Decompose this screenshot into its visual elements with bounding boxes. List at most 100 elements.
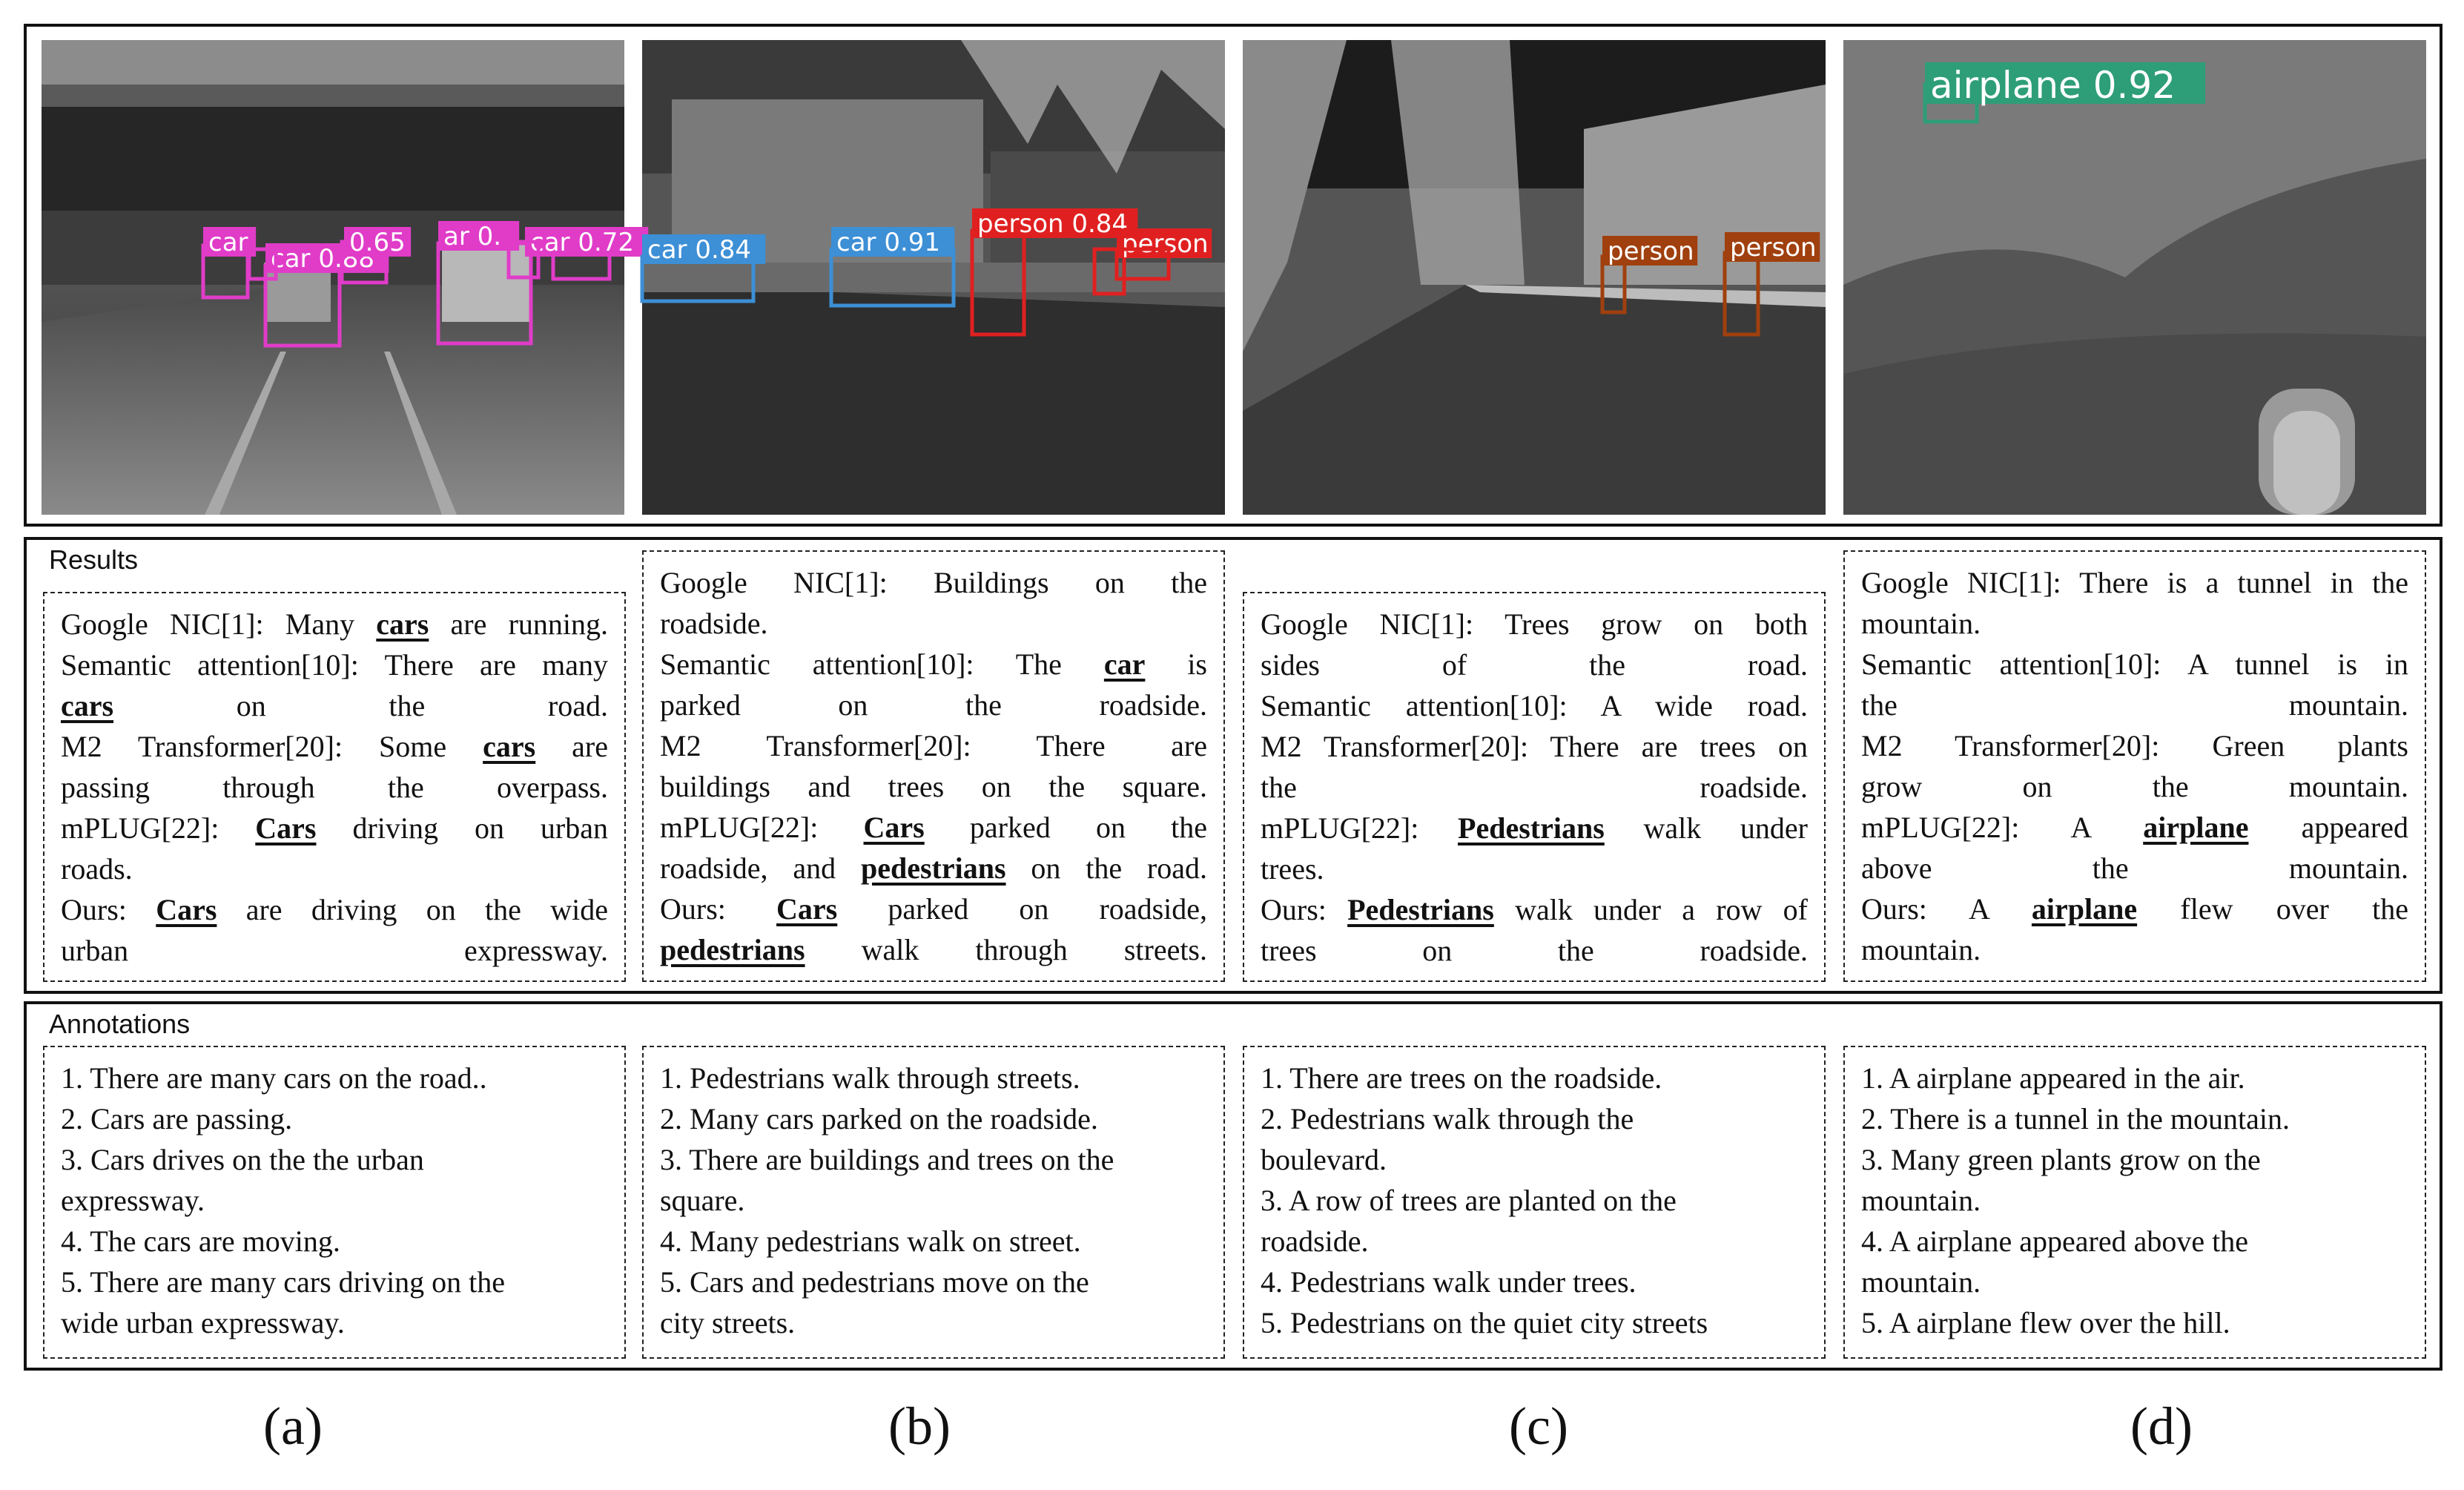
text-segment: mPLUG[22]:: [1261, 811, 1459, 845]
annotation-line: 1. There are many cars on the road..: [61, 1061, 487, 1095]
detection-label: car: [208, 228, 248, 257]
text-segment: M2 Transformer[20]: There are trees on: [1261, 730, 1808, 763]
annotation-line: 2. Pedestrians walk through the: [1261, 1102, 1634, 1135]
keyword: Cars: [863, 811, 925, 844]
results-text-a: Google NIC[1]: Many cars are running. Sem…: [61, 604, 608, 971]
annotations-panel: Annotations 1. There are many cars on th…: [24, 1001, 2442, 1371]
detection-box: [1092, 247, 1126, 296]
annotation-line: 3. A row of trees are planted on the: [1261, 1184, 1677, 1217]
results-line: M2 Transformer[20]: Green plants: [1861, 725, 2408, 766]
text-segment: are running.: [429, 607, 608, 641]
text-segment: the roadside.: [1261, 771, 1808, 804]
detection-label-bg: [972, 208, 1138, 238]
annotation-line: square.: [660, 1184, 745, 1217]
detection-label: car 0.72: [530, 228, 634, 257]
text-segment: M2 Transformer[20]: Green plants: [1861, 729, 2408, 762]
subfigure-label-d: (d): [2130, 1397, 2193, 1456]
results-line: mPLUG[22]: A airplane appeared: [1861, 807, 2408, 848]
keyword: Cars: [156, 893, 217, 926]
results-line: trees.: [1261, 848, 1808, 889]
detection-label: car 0.91: [836, 228, 940, 257]
results-box-d: Google NIC[1]: There is a tunnel in the m…: [1843, 550, 2426, 982]
text-segment: urban expressway.: [61, 934, 608, 967]
results-line: mPLUG[22]: Cars parked on the: [660, 807, 1207, 848]
results-line: Ours: Cars are driving on the wide: [61, 889, 608, 930]
results-line: Semantic attention[10]: A tunnel is in: [1861, 644, 2408, 685]
text-segment: buildings and trees on the square.: [660, 770, 1207, 803]
detection-box: [1114, 247, 1171, 281]
detection-label: person: [1730, 233, 1817, 263]
results-line: mountain.: [1861, 603, 2408, 644]
results-line: roadside, and pedestrians on the road.: [660, 848, 1207, 889]
detection-label-bg: [831, 227, 955, 257]
annotation-line: 1. Pedestrians walk through streets.: [660, 1061, 1080, 1095]
text-segment: passing through the overpass.: [61, 771, 608, 804]
text-segment: mPLUG[22]:: [61, 811, 256, 845]
detection-label: person 0.84: [977, 209, 1128, 239]
thermal-scene-c: [1243, 40, 1826, 515]
thermal-scene-b: [642, 40, 1225, 515]
annotation-line: 4. Many pedestrians walk on street.: [660, 1224, 1081, 1258]
results-panel: Results Google NIC[1]: Many cars are run…: [24, 537, 2442, 994]
keyword: pedestrians: [660, 933, 805, 966]
detection-label: airplane 0.92: [1930, 64, 2176, 107]
results-line: passing through the overpass.: [61, 767, 608, 808]
results-box-b: Google NIC[1]: Buildings on the roadside.…: [642, 550, 1225, 982]
keyword: car: [1103, 647, 1146, 681]
results-line: Google NIC[1]: Trees grow on both: [1261, 604, 1808, 645]
annotation-line: roadside.: [1261, 1224, 1369, 1258]
text-segment: walk under a row of: [1493, 893, 1808, 926]
text-segment: roadside.: [660, 607, 768, 640]
text-segment: mountain.: [1861, 607, 1981, 640]
annotation-line: mountain.: [1861, 1265, 1981, 1299]
text-segment: Google NIC[1]: Many: [61, 607, 377, 641]
text-segment: Ours: A: [1861, 892, 2032, 926]
results-line: M2 Transformer[20]: Some cars are: [61, 726, 608, 767]
results-line: buildings and trees on the square.: [660, 766, 1207, 807]
keyword: Cars: [255, 811, 317, 845]
keyword: Cars: [776, 892, 838, 926]
text-segment: Semantic attention[10]: A tunnel is in: [1861, 647, 2408, 681]
annotation-line: 3. Cars drives on the the urban: [61, 1143, 424, 1176]
text-segment: mountain.: [1861, 933, 1981, 966]
results-line: pedestrians walk through streets.: [660, 929, 1207, 970]
detection-label-bg: [344, 227, 412, 257]
text-segment: Semantic attention[10]: There are many: [61, 648, 608, 682]
detection-label-bg: [642, 234, 766, 264]
detection-box: [1723, 251, 1760, 337]
annotation-line: 4. The cars are moving.: [61, 1224, 340, 1258]
keyword: cars: [376, 607, 429, 641]
annotation-line: 4. A airplane appeared above the: [1861, 1224, 2248, 1258]
keyword: Pedestrians: [1347, 893, 1494, 926]
results-text-d: Google NIC[1]: There is a tunnel in the m…: [1861, 562, 2408, 970]
results-line: mountain.: [1861, 929, 2408, 970]
text-segment: M2 Transformer[20]: There are: [660, 729, 1207, 762]
text-segment: the mountain.: [1861, 688, 2408, 722]
detection-label-bg: [203, 227, 257, 257]
text-segment: walk through streets.: [805, 933, 1207, 966]
results-line: Ours: Cars parked on roadside,: [660, 889, 1207, 929]
detection-label: car 0.84: [647, 235, 751, 265]
text-segment: Google NIC[1]: Buildings on the: [660, 566, 1207, 599]
results-line: Google NIC[1]: There is a tunnel in the: [1861, 562, 2408, 603]
text-segment: trees on the roadside.: [1261, 934, 1808, 967]
annotation-line: 1. There are trees on the roadside.: [1261, 1061, 1662, 1095]
text-segment: is: [1145, 647, 1207, 681]
results-line: urban expressway.: [61, 930, 608, 971]
text-segment: appeared: [2248, 811, 2408, 844]
text-segment: grow on the mountain.: [1861, 770, 2408, 803]
detection-label: ar 0.: [443, 222, 501, 251]
text-segment: roadside, and: [660, 851, 861, 885]
thermal-image-b: [642, 40, 1225, 515]
keyword: pedestrians: [860, 851, 1006, 885]
detection-label: person: [1122, 229, 1209, 259]
annotation-line: 2. Many cars parked on the roadside.: [660, 1102, 1098, 1135]
results-line: mPLUG[22]: Pedestrians walk under: [1261, 808, 1808, 848]
detection-box: [506, 240, 541, 280]
keyword: Pedestrians: [1458, 811, 1605, 845]
text-segment: are: [535, 730, 608, 763]
